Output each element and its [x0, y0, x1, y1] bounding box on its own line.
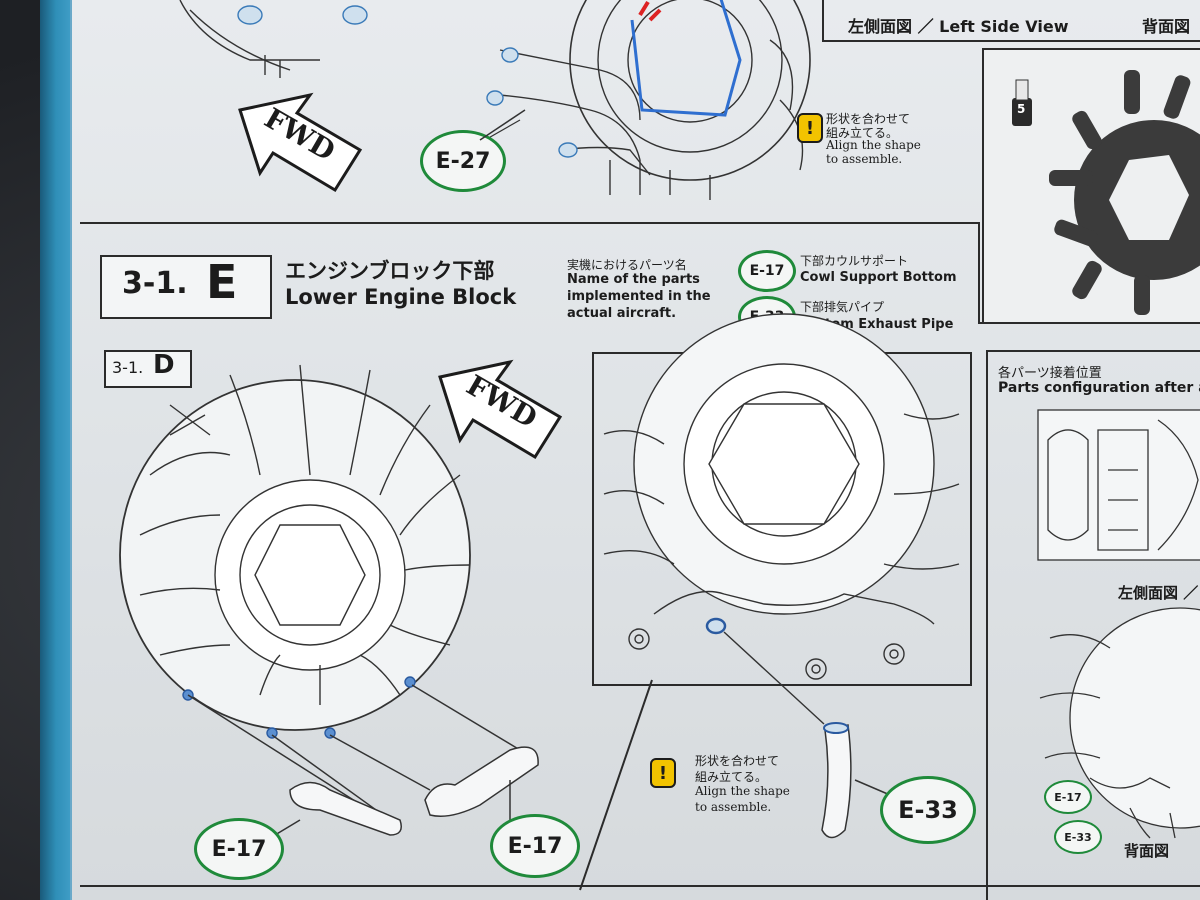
fwd-arrow-main: [438, 359, 563, 460]
config-side-view: [1037, 409, 1200, 561]
legend-part-e17-jp: 下部カウルサポート: [800, 254, 909, 268]
config-title-en: Parts configuration after a: [998, 380, 1200, 396]
warning-text-en2: to assemble.: [826, 152, 903, 166]
back-view-label-top: 背面図: [1142, 17, 1191, 36]
config-back-view: [1039, 607, 1200, 839]
reference-photo-engine: [1012, 70, 1200, 315]
top-views-box: [822, 0, 1200, 42]
warning-text-jp2: 組み立てる。: [826, 126, 899, 140]
part-e27-tag: E-27: [420, 130, 506, 192]
parts-names-en3: actual aircraft.: [567, 306, 677, 321]
main-part-e33: E-33: [880, 776, 976, 844]
prev-step-tag: [104, 350, 192, 388]
bottom-edge: [80, 885, 1200, 887]
legend-part-e17: E-17: [738, 250, 796, 292]
top-engine-drawing: [179, 0, 811, 200]
step-header-right-edge: [978, 222, 980, 322]
exhaust-pipe-part: [821, 722, 891, 839]
warning-icon-main: !: [650, 758, 676, 788]
step-title-en: Lower Engine Block: [285, 285, 517, 309]
step-number: 3-1.: [122, 266, 188, 301]
parts-names-en2: implemented in the: [567, 289, 711, 304]
main-part-e17-left: E-17: [194, 818, 284, 880]
config-title-jp: 各パーツ接着位置: [998, 366, 1102, 381]
step-number-box: [100, 255, 272, 319]
parts-names-jp: 実機におけるパーツ名: [567, 258, 687, 272]
legend-part-e33-jp: 下部排気パイプ: [800, 300, 885, 314]
warning-main-jp1: 形状を合わせて: [695, 754, 780, 768]
warning-main-en1: Align the shape: [695, 784, 790, 798]
warning-main-jp2: 組み立てる。: [695, 770, 768, 784]
config-tag-e33: E-33: [1054, 820, 1102, 854]
config-back-view-label: 背面図: [1124, 842, 1170, 860]
paint-code: 5: [1017, 102, 1026, 116]
legend-part-e17-en: Cowl Support Bottom: [800, 270, 957, 285]
fwd-arrow-top: [238, 92, 363, 193]
warning-icon: !: [797, 113, 823, 143]
config-tag-e17: E-17: [1044, 780, 1092, 814]
warning-text-en1: Align the shape: [826, 138, 921, 152]
step-header-bottom: [978, 322, 1200, 324]
main-engine-leaders: [187, 684, 539, 851]
section-divider: [80, 222, 980, 224]
config-left-view: 左側面図 ／ L: [1118, 584, 1200, 602]
step-title-jp: エンジンブロック下部: [285, 259, 495, 283]
config-panel: [986, 350, 1200, 900]
parts-names-en1: Name of the parts: [567, 272, 700, 287]
warning-text-jp1: 形状を合わせて: [826, 112, 911, 126]
detail-panel-cut: [579, 679, 653, 891]
main-part-e17-right: E-17: [490, 814, 580, 878]
leader-line: [479, 109, 526, 141]
detail-engine-drawing: [603, 313, 960, 725]
warning-main-en2: to assemble.: [695, 800, 772, 814]
prev-step-number: 3-1.: [112, 358, 144, 377]
step-letter: E: [206, 255, 238, 309]
left-side-view-label: 左側面図 ／ Left Side View: [848, 17, 1069, 36]
main-engine-drawing: [119, 364, 471, 739]
prev-step-letter: D: [153, 350, 175, 380]
